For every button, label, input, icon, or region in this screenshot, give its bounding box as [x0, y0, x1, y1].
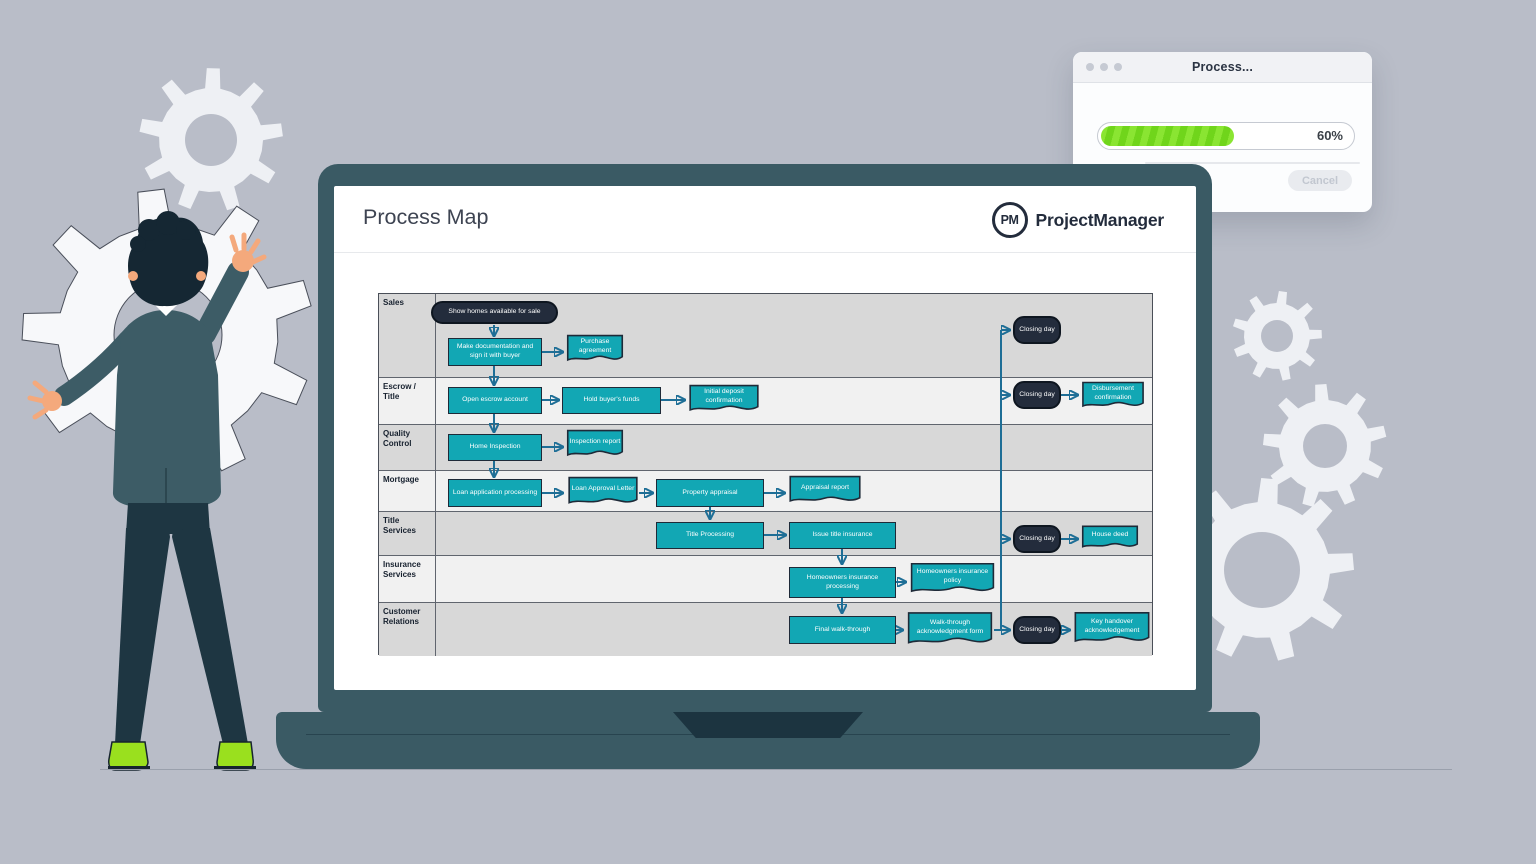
dialog-divider: [1145, 162, 1360, 164]
node-homeowners-processing: Homeowners insurance processing: [789, 567, 896, 598]
pm-monogram-icon: PM: [991, 202, 1028, 238]
node-final-walkthrough: Final walk-through: [789, 616, 896, 644]
node-closing-day-customer: Closing day: [1013, 616, 1061, 644]
dialog-titlebar: Process...: [1073, 52, 1372, 83]
lane-label: Quality Control: [379, 425, 436, 470]
lane-label: Customer Relations: [379, 603, 436, 656]
document-shape: [567, 476, 639, 508]
document-shape: [1081, 525, 1139, 551]
progress-percent: 60%: [1316, 128, 1343, 143]
progress-fill: [1101, 126, 1235, 146]
node-open-escrow: Open escrow account: [448, 387, 542, 414]
node-title-processing: Title Processing: [656, 522, 764, 549]
floor-line: [100, 769, 1452, 770]
gear-icon: [1233, 291, 1322, 381]
node-inspection-report: Inspection report: [566, 429, 624, 460]
node-disbursement: Disbursement confirmation: [1081, 381, 1145, 411]
gear-icon: [1171, 478, 1354, 661]
node-make-documentation: Make documentation and sign it with buye…: [448, 338, 542, 366]
laptop-screen: Process Map PM ProjectManager Sales Escr…: [334, 186, 1196, 690]
document-shape: [906, 611, 994, 649]
node-appraisal-report: Appraisal report: [788, 475, 862, 506]
cancel-button[interactable]: Cancel: [1288, 170, 1352, 191]
process-map-diagram: Sales Escrow / Title Quality Control Mor…: [378, 293, 1153, 656]
node-homeowners-policy: Homeowners insurance policy: [909, 562, 996, 597]
node-purchase-agreement: Purchase agreement: [566, 334, 624, 365]
lane-insurance-services: Insurance Services: [379, 556, 1152, 603]
document-shape: [909, 562, 996, 597]
laptop-notch: [673, 712, 863, 738]
lane-label: Mortgage: [379, 471, 436, 511]
node-issue-title: Issue title insurance: [789, 522, 896, 549]
node-closing-day-escrow: Closing day: [1013, 381, 1061, 409]
document-shape: [788, 475, 862, 506]
node-home-inspection: Home Inspection: [448, 434, 542, 461]
node-closing-day-title: Closing day: [1013, 525, 1061, 553]
dialog-title: Process...: [1191, 60, 1254, 74]
node-loan-processing: Loan application processing: [448, 479, 542, 507]
progress-bar: 60%: [1097, 122, 1355, 150]
node-initial-deposit: Initial deposit confirmation: [688, 384, 760, 415]
person-illustration: [27, 211, 267, 771]
document-shape: [566, 334, 624, 365]
node-house-deed: House deed: [1081, 525, 1139, 551]
logo-name: ProjectManager: [1035, 209, 1165, 230]
gear-icon: [139, 68, 283, 211]
gear-icon: [1263, 384, 1387, 507]
node-loan-approval: Loan Approval Letter: [567, 476, 639, 508]
lane-label: Escrow / Title: [379, 378, 436, 424]
lane-label: Insurance Services: [379, 556, 436, 602]
node-closing-day-sales: Closing day: [1013, 316, 1061, 344]
lane-label: Title Services: [379, 512, 436, 555]
document-shape: [566, 429, 624, 460]
node-show-homes: Show homes available for sale: [431, 301, 558, 324]
header-divider: [334, 252, 1196, 253]
node-hold-funds: Hold buyer's funds: [562, 387, 661, 414]
progress-dialog: Process... 60% Cancel: [1073, 52, 1372, 212]
document-shape: [688, 384, 760, 415]
window-dots-icon: [1086, 63, 1122, 71]
node-walkthrough-form: Walk-through acknowledgment form: [906, 611, 994, 649]
node-key-handover: Key handover acknowledgement: [1073, 611, 1151, 647]
page-title: Process Map: [363, 205, 489, 229]
node-property-appraisal: Property appraisal: [656, 479, 764, 507]
projectmanager-logo: PM ProjectManager: [991, 202, 1165, 238]
lane-label: Sales: [379, 294, 436, 377]
document-shape: [1081, 381, 1145, 411]
document-shape: [1073, 611, 1151, 647]
laptop-base: [276, 712, 1260, 769]
